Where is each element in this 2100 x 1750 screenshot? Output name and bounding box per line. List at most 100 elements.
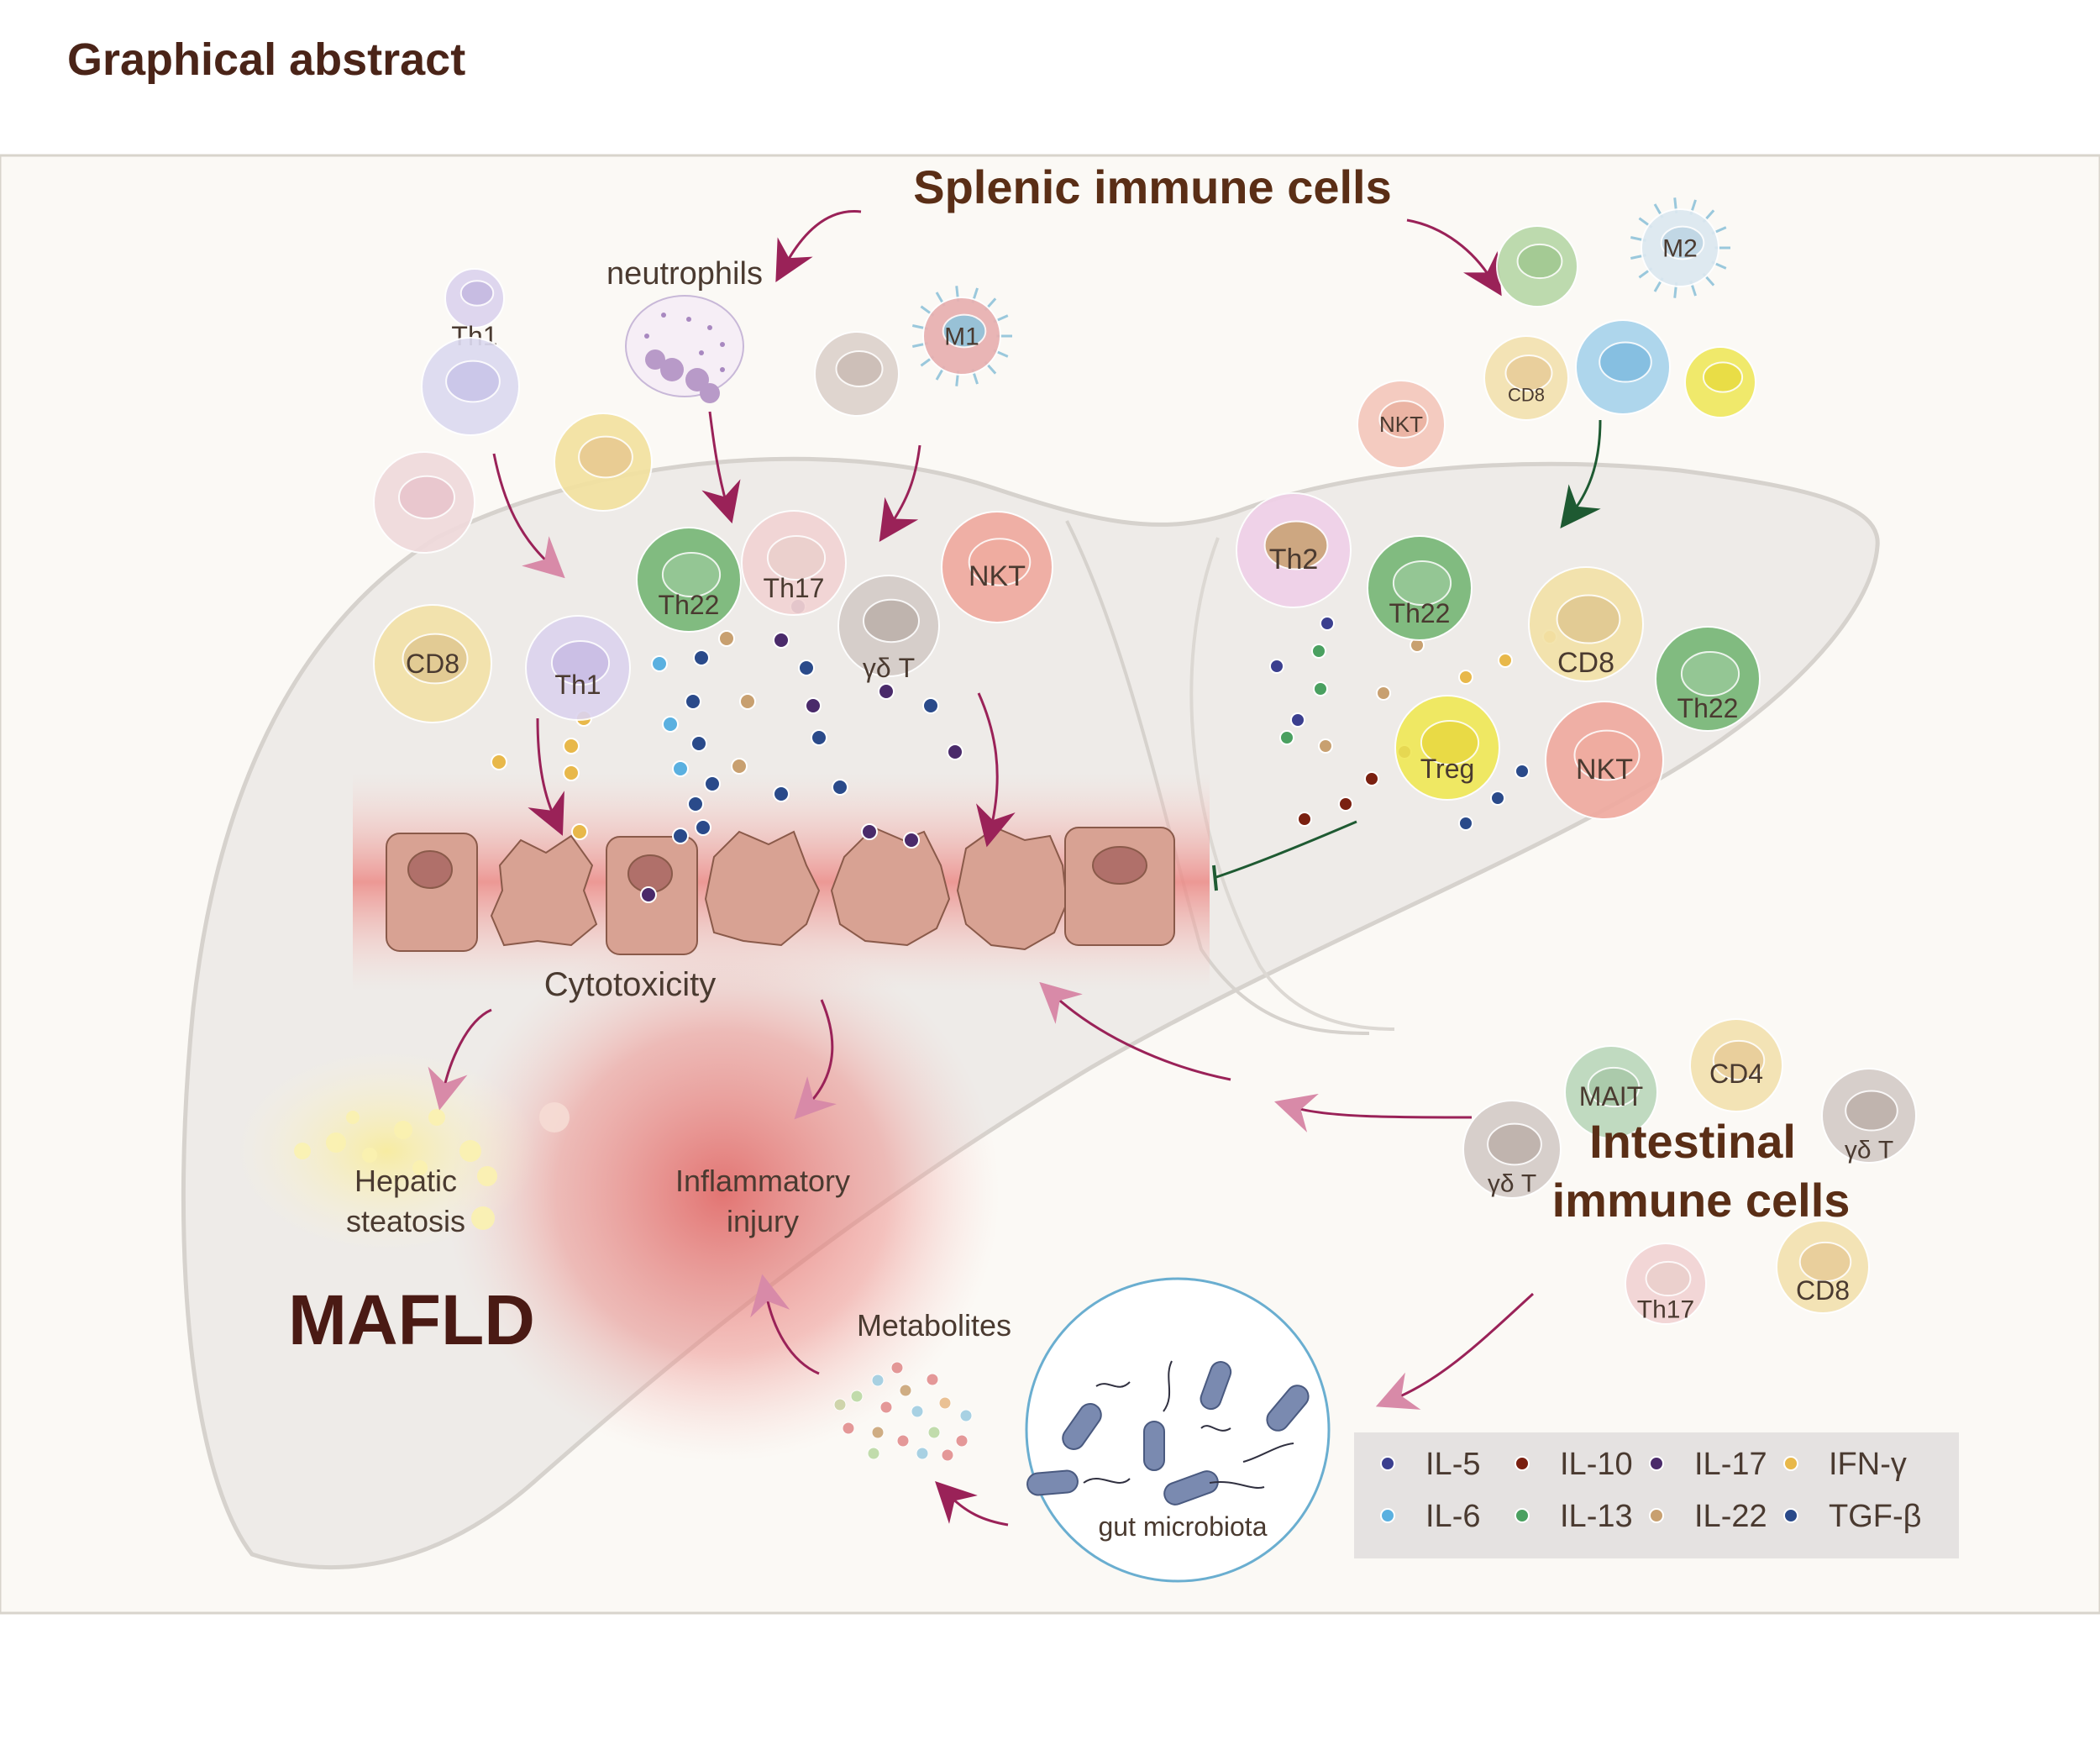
cell-label: CD8 [1557, 647, 1614, 679]
legend-item: IFN-γ [1783, 1447, 1907, 1482]
cell-label: Th1 [554, 670, 601, 700]
intestinal-title-1: Intestinal [1589, 1115, 1796, 1168]
splenic-title: Splenic immune cells [913, 160, 1392, 213]
cell-cd8-int: CD8 [1776, 1220, 1870, 1314]
cell-gd-int-left: γδ T [1462, 1100, 1562, 1199]
arrow-to-inflammatory [794, 999, 837, 1120]
gut-microbiota-label: gut microbiota [1099, 1511, 1268, 1542]
cell [1496, 225, 1578, 307]
cell-th1-left: Th1 [525, 615, 631, 721]
cell-th17-left: Th17 [741, 510, 847, 616]
legend-label: IL-5 [1425, 1447, 1480, 1482]
damaged-hepatocyte [704, 830, 821, 947]
cell-cd8-right: CD8 [1528, 566, 1644, 682]
cell [554, 413, 653, 512]
arrow-microbiota-to-metabolites [935, 1481, 1009, 1527]
cell-label: Treg [1420, 754, 1475, 784]
inflammatory-label-1: Inflammatory [675, 1164, 850, 1198]
legend-item: TGF-β [1783, 1499, 1922, 1534]
arrow-splenic-to-neutrophils [775, 210, 862, 282]
arrow-gd-to-hepatocyte [976, 692, 1016, 848]
cell-nkt-spleen: NKT [1357, 380, 1446, 469]
cell-label: NKT [1379, 412, 1423, 437]
cytotoxicity-label: Cytotoxicity [544, 966, 717, 1003]
cell-gd-int-right: γδ T [1821, 1068, 1917, 1164]
cell-gd-left: γδ T [837, 575, 940, 683]
cell [421, 337, 520, 436]
cell [1684, 346, 1756, 418]
inhibition-line [1213, 820, 1357, 880]
legend-swatch [1515, 1456, 1530, 1471]
cell-mait: MAIT [1564, 1045, 1658, 1139]
cell-label: Th22 [1389, 598, 1451, 628]
legend-item: IL-5 [1380, 1447, 1480, 1482]
cell-neutrophil [625, 295, 744, 403]
cell-label: NKT [969, 560, 1026, 592]
cell-label: NKT [1576, 754, 1633, 786]
legend-swatch [1783, 1456, 1798, 1471]
cell-label: M1 [944, 323, 979, 351]
arrow-intestinal-to-liver [1039, 981, 1231, 1081]
cell-cd4: CD4 [1689, 1018, 1783, 1112]
cell-cd8-left: CD8 [373, 604, 492, 723]
damaged-hepatocyte [830, 826, 951, 947]
arrow-th1-down [492, 453, 565, 579]
arrow-neutrophil-down [701, 411, 741, 524]
cell-label: Th17 [764, 573, 825, 603]
inflammatory-label-2: injury [727, 1204, 799, 1238]
legend-label: IFN-γ [1829, 1447, 1907, 1482]
arrow-metabolites-to-inflammatory [750, 1274, 820, 1375]
legend-label: IL-17 [1694, 1447, 1767, 1482]
cell-label: γδ T [1845, 1137, 1893, 1164]
cell-label: Th17 [1637, 1296, 1694, 1324]
gut-microbiota-panel [1025, 1277, 1331, 1583]
arrow-m1-down [879, 444, 921, 542]
legend-swatch [1380, 1456, 1395, 1471]
cell-label: M2 [1662, 235, 1698, 263]
cell-label: CD8 [1508, 385, 1545, 406]
arrow-intestinal-to-inflamed [1274, 1093, 1473, 1133]
cell-label: CD4 [1709, 1059, 1763, 1089]
liver-lobe-line-2 [1189, 537, 1395, 1031]
cell-th22-left: Th22 [636, 527, 742, 633]
legend-item: IL-13 [1515, 1499, 1633, 1534]
legend-label: IL-22 [1694, 1499, 1767, 1534]
legend-swatch [1649, 1508, 1664, 1523]
inhibition-bar [1212, 864, 1218, 891]
cell-label: Th2 [1269, 544, 1319, 575]
steatosis-label-2: steatosis [346, 1204, 465, 1238]
legend-item: IL-22 [1649, 1499, 1767, 1534]
legend-item: IL-6 [1380, 1499, 1480, 1534]
damaged-hepatocyte [956, 826, 1068, 951]
cell-label: γδ T [1488, 1170, 1536, 1198]
mafld-label: MAFLD [288, 1280, 535, 1359]
legend-label: IL-6 [1425, 1499, 1480, 1534]
metabolites-label: Metabolites [857, 1308, 1011, 1343]
legend-swatch [1380, 1508, 1395, 1523]
cell-treg: Treg [1394, 695, 1500, 801]
steatosis-droplets [294, 1102, 570, 1230]
arrow-th1-to-hepatocyte [528, 717, 564, 836]
arrows [428, 210, 1602, 1527]
legend-label: IL-13 [1560, 1499, 1633, 1534]
cell-label: CD8 [406, 649, 459, 679]
legend-swatch [1649, 1456, 1664, 1471]
legend-swatch [1515, 1508, 1530, 1523]
cell-m2: M2 [1630, 197, 1730, 298]
cell-label: Th22 [659, 590, 720, 620]
damaged-hepatocyte [490, 834, 598, 947]
cell-label: MAIT [1579, 1081, 1643, 1111]
cell-th2: Th2 [1236, 492, 1352, 608]
intestinal-title-2: immune cells [1552, 1174, 1851, 1227]
cell-th17-int: Th17 [1625, 1243, 1707, 1325]
legend-box [1354, 1432, 1959, 1558]
cytokine-dots-right [1269, 616, 1557, 831]
legend-label: IL-10 [1560, 1447, 1633, 1482]
legend-label: TGF-β [1829, 1499, 1922, 1534]
hepatocyte-row [386, 826, 1175, 955]
arrow-spleen-to-liver-right [1560, 419, 1602, 529]
cell-cd8-spleen: CD8 [1483, 335, 1569, 421]
cell [373, 451, 475, 554]
hepatocyte [1064, 827, 1175, 946]
